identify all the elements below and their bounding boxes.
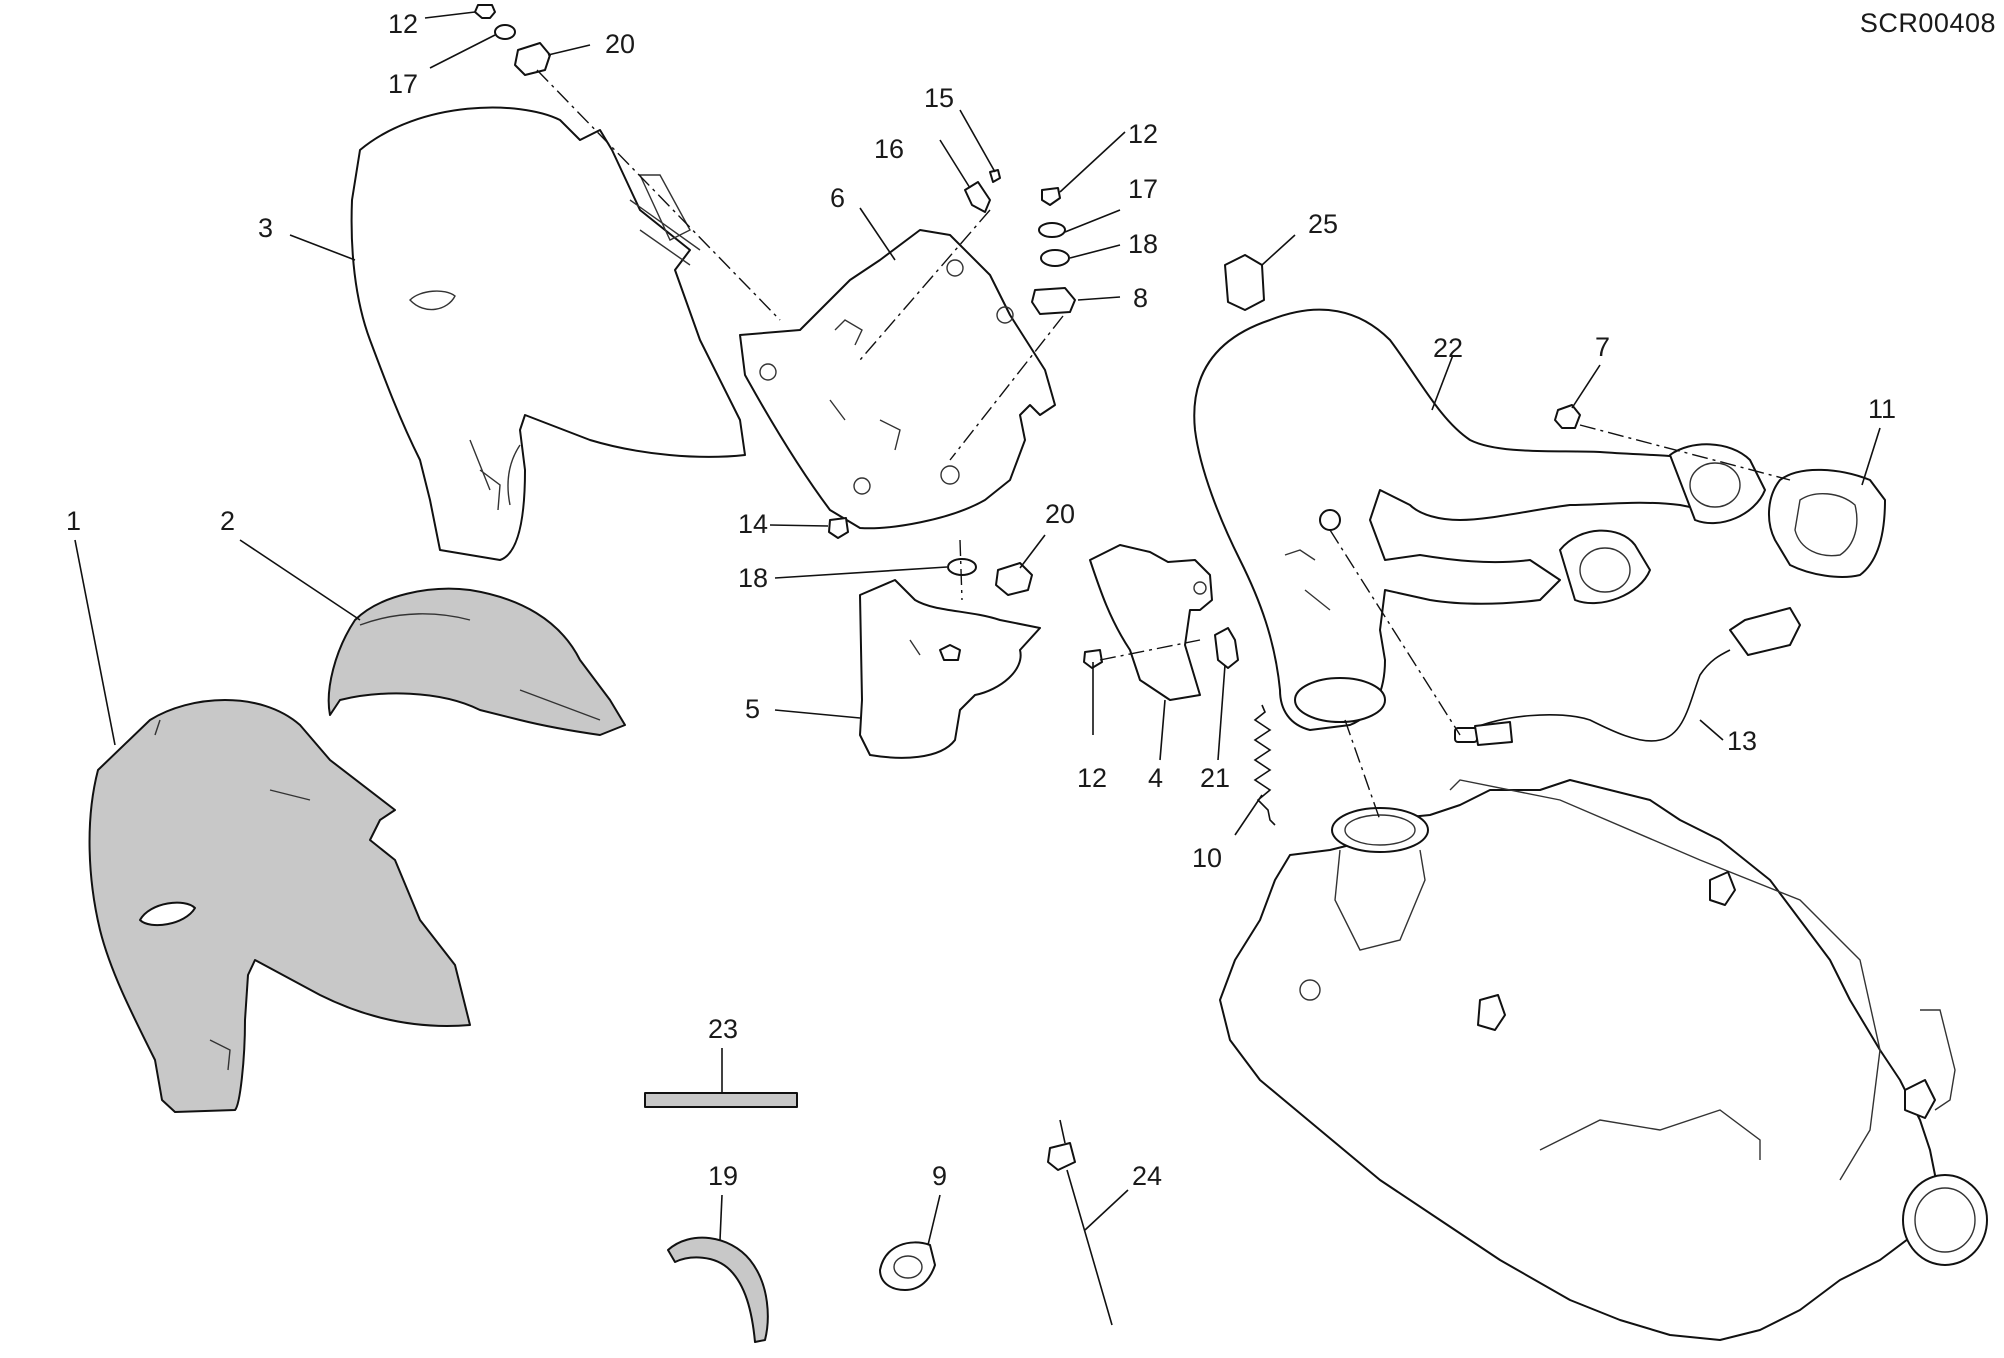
callout-3: 3 [258,213,273,243]
callout-9: 9 [932,1161,947,1191]
callout-8: 8 [1133,283,1148,313]
washer-18a [1040,249,1070,267]
callout-23: 23 [708,1014,738,1044]
callout-12-bottom: 12 [1077,763,1107,793]
callout-2: 2 [220,506,235,536]
lambda-sensor [1454,607,1801,746]
heat-shield-small [1089,544,1213,701]
heat-shield-insulation [88,699,471,1113]
callout-16: 16 [874,134,904,164]
muffler [1219,779,1988,1341]
heat-shield-outer [350,106,746,561]
drawing-code: SCR00408 [1859,8,1996,38]
callout-19: 19 [708,1161,738,1191]
heat-shield-upper-insulation [327,587,626,736]
callout-12-top: 12 [388,9,418,39]
callout-12-mid: 12 [1128,119,1158,149]
band-clamp [667,1236,769,1343]
screw-12b [1041,187,1061,206]
grommet-8 [1031,287,1076,315]
assembly-axes [536,69,1791,821]
callout-17-top: 17 [388,69,418,99]
callout-21: 21 [1200,763,1230,793]
callout-14: 14 [738,509,768,539]
cable-tie [1047,1119,1113,1326]
washer-17a [494,24,516,40]
screw-14 [828,517,849,539]
spring [1253,704,1276,826]
grommet-20a [514,42,551,76]
callout-20-top: 20 [605,29,635,59]
callout-11: 11 [1868,394,1896,424]
callout-20-lower: 20 [1045,499,1075,529]
callout-18-mid: 18 [1128,229,1158,259]
callout-labels: 1 2 3 4 5 6 7 8 9 10 11 12 12 12 13 14 1… [66,9,1896,1191]
screw-15 [989,169,1001,183]
callout-25: 25 [1308,209,1338,239]
heat-shield-lower [859,579,1041,759]
grommet-20b [995,562,1033,596]
exhaust-header [1193,308,1766,731]
callout-17-mid: 17 [1128,174,1158,204]
screw-12a [474,4,496,19]
heat-shield-middle [739,229,1056,530]
callout-5: 5 [745,694,760,724]
callout-10: 10 [1192,843,1222,873]
washer-17b [1038,222,1066,238]
leader-lines [74,11,1881,1246]
exhaust-gasket [1768,468,1886,578]
callout-18-lower: 18 [738,563,768,593]
insulation-strip [644,1092,798,1108]
hose-clip [879,1241,936,1291]
callout-7: 7 [1595,332,1610,362]
callout-6: 6 [830,183,845,213]
spring-bracket [1214,627,1239,669]
clip-16 [964,181,991,213]
callout-1: 1 [66,506,81,536]
screw-12c [1083,649,1103,669]
callout-24: 24 [1132,1161,1162,1191]
callout-15: 15 [924,83,954,113]
callout-4: 4 [1148,763,1163,793]
callout-13: 13 [1727,726,1757,756]
clip [1224,254,1265,311]
nut-7 [1554,404,1581,429]
callout-22: 22 [1433,333,1463,363]
washer-18b [947,558,977,576]
